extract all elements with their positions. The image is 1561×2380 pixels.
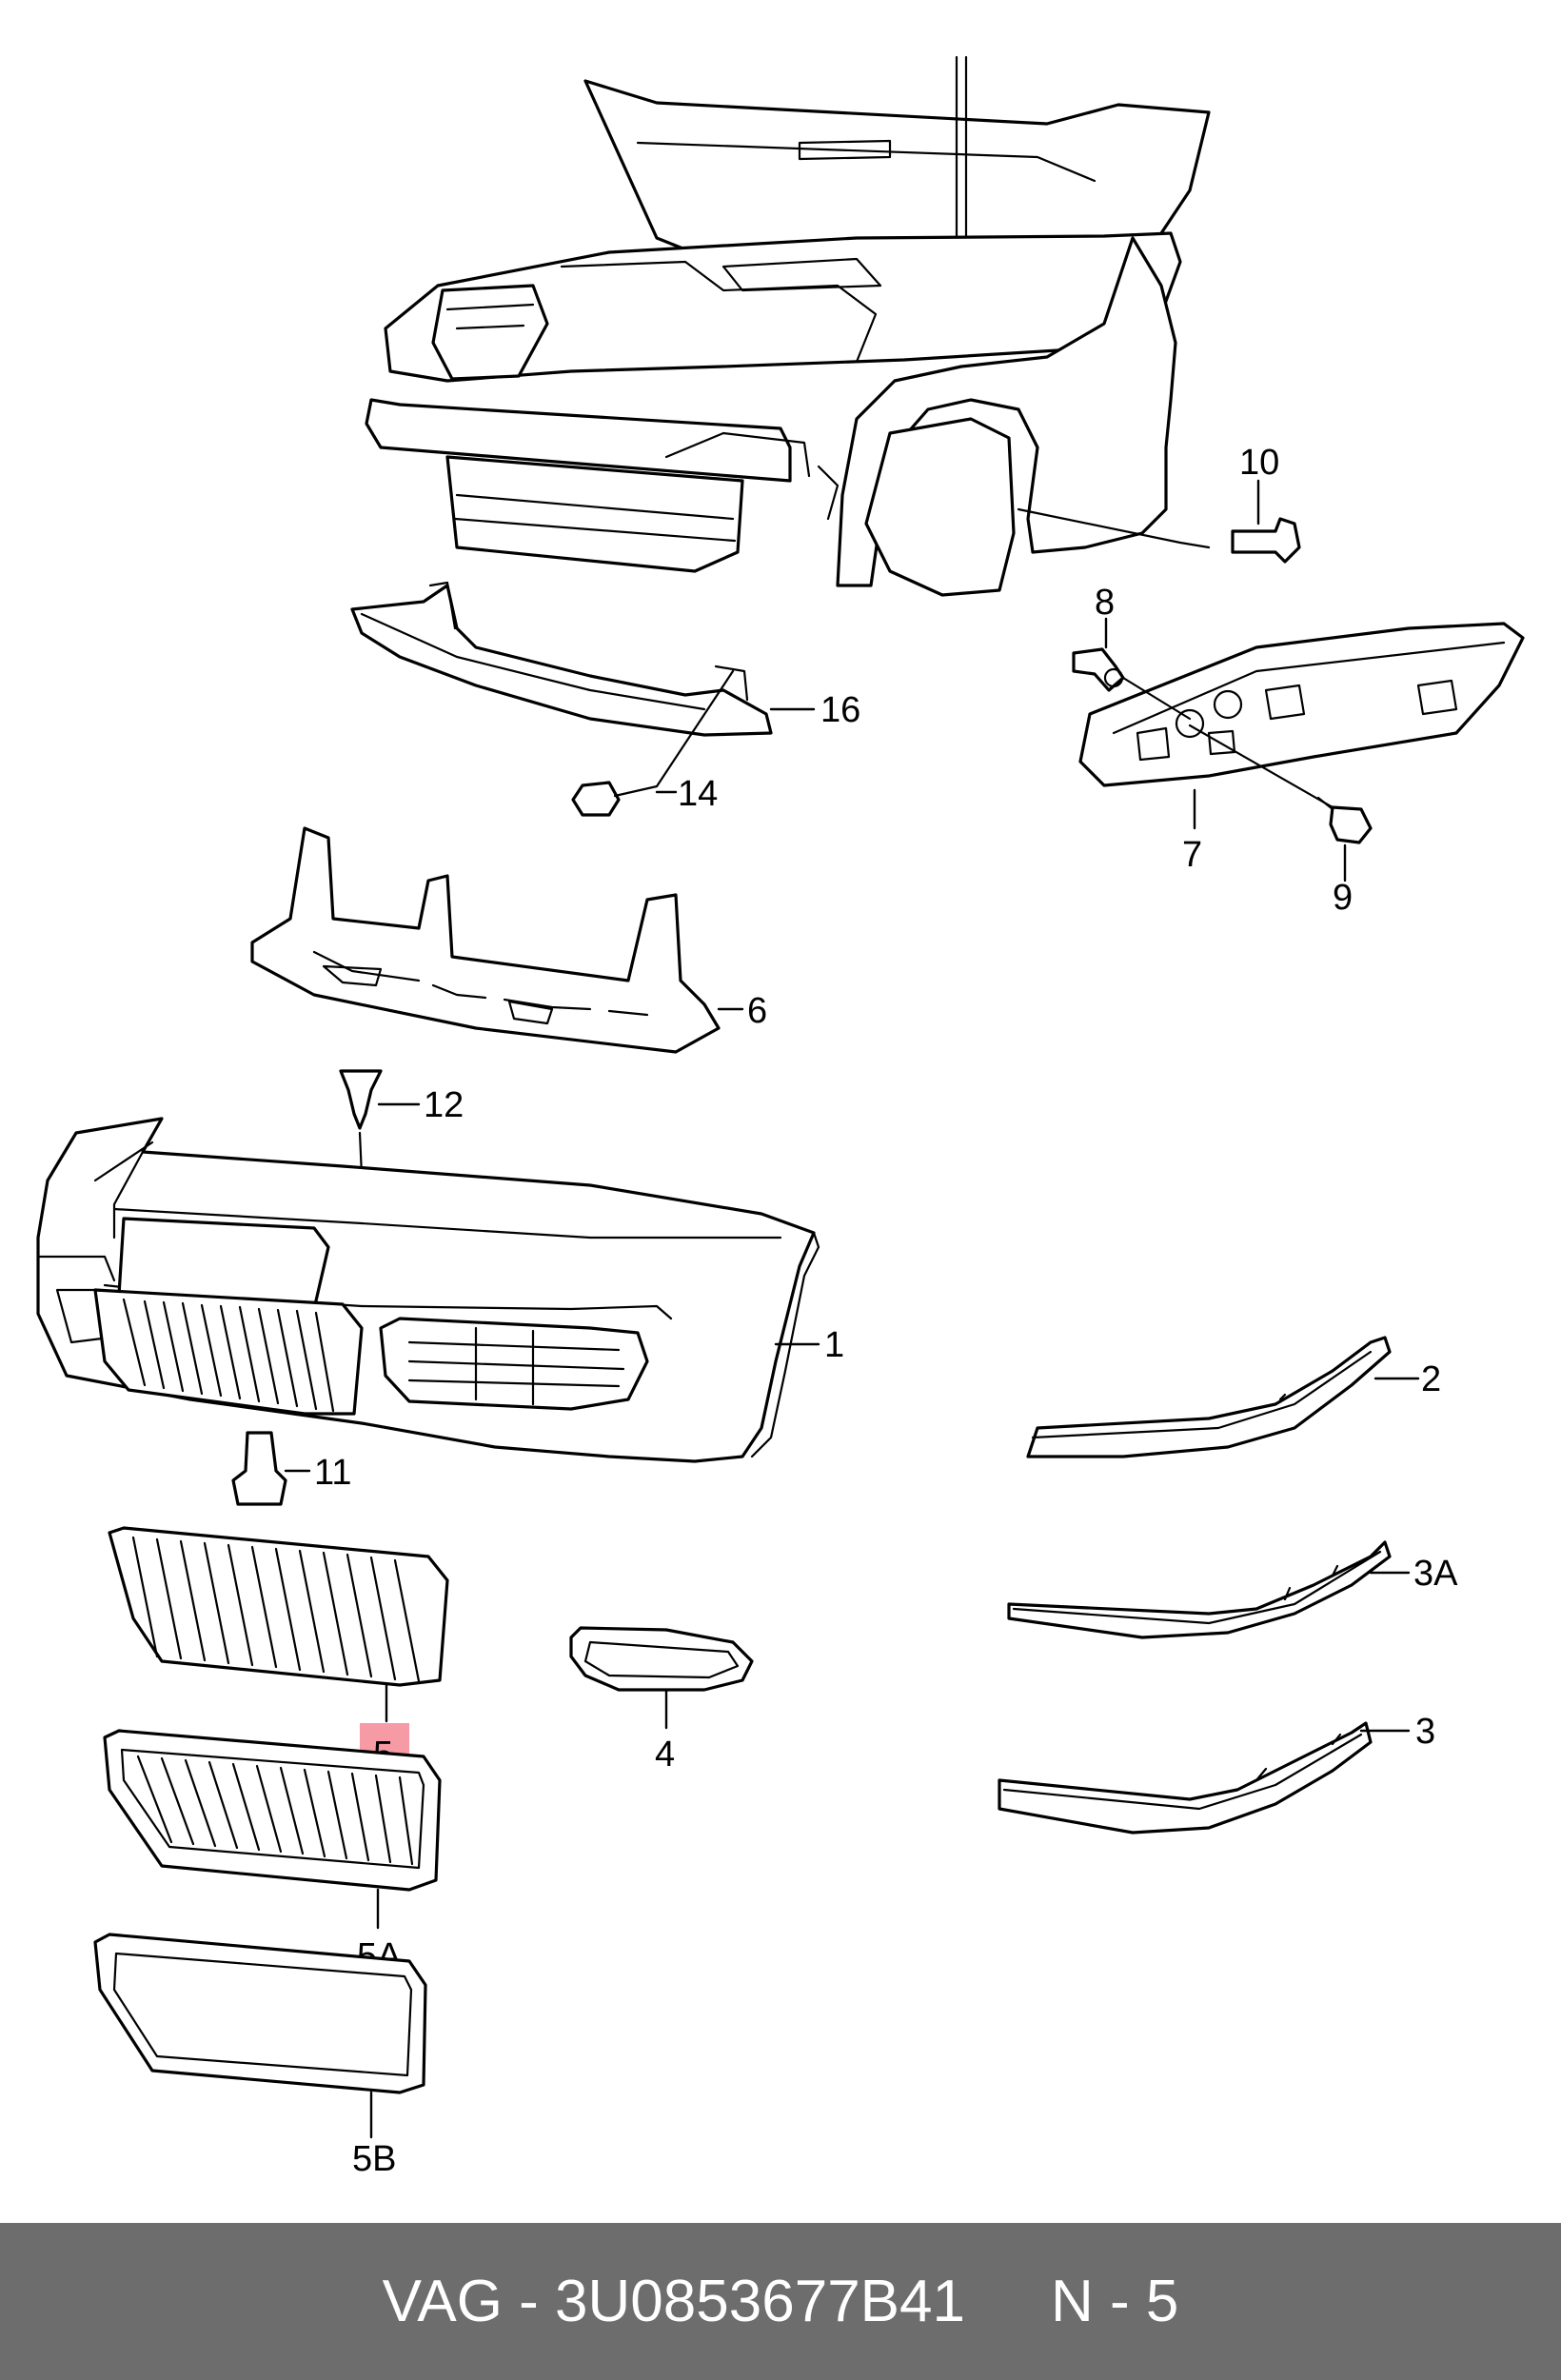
callout-9: 9	[1333, 878, 1353, 918]
callout-1: 1	[824, 1325, 844, 1365]
callout-6: 6	[747, 991, 767, 1031]
callout-7: 7	[1182, 835, 1202, 875]
part-3a-trim-strip	[1007, 1540, 1392, 1639]
callout-2: 2	[1421, 1359, 1441, 1399]
callout-14: 14	[678, 774, 718, 814]
callout-10: 10	[1239, 443, 1279, 483]
callout-8: 8	[1095, 583, 1115, 623]
callout-11: 11	[314, 1453, 351, 1493]
footer-bar: VAG - 3U0853677B41 N - 5	[0, 2223, 1561, 2380]
callout-3a: 3A	[1413, 1554, 1458, 1594]
callout-4: 4	[655, 1735, 675, 1775]
part-8-clip	[1072, 647, 1192, 721]
part-5b-grille-frame	[93, 1933, 427, 2094]
part-5-center-grille	[108, 1526, 449, 1687]
part-12-clip	[339, 1069, 383, 1178]
part-11-bolt	[231, 1431, 287, 1506]
part-5a-grille-with-frame	[103, 1729, 442, 1892]
callout-12: 12	[424, 1085, 464, 1125]
car-body-illustration	[365, 55, 1211, 597]
part-4-fog-lamp-grille	[569, 1626, 754, 1692]
part-2-trim-strip	[1026, 1336, 1392, 1458]
footer-part-number: VAG - 3U0853677B41	[382, 2269, 965, 2334]
part-3-trim-strip	[998, 1721, 1373, 1835]
part-6-bumper-absorber	[250, 826, 721, 1054]
parts-diagram: 16 14 6 7 8	[36, 55, 1525, 2179]
part-16-bumper-reinforcement	[350, 581, 773, 737]
part-9-screw	[1188, 724, 1373, 844]
callout-5b: 5B	[352, 2139, 396, 2179]
callout-3: 3	[1415, 1712, 1435, 1752]
footer-position: N - 5	[1051, 2269, 1179, 2334]
part-7-bumper-guide-bracket	[1078, 622, 1525, 787]
callout-16: 16	[820, 690, 860, 730]
part-14-bolt	[571, 669, 735, 817]
part-1-bumper-cover	[36, 1117, 820, 1463]
part-10-bolt	[1231, 517, 1301, 564]
